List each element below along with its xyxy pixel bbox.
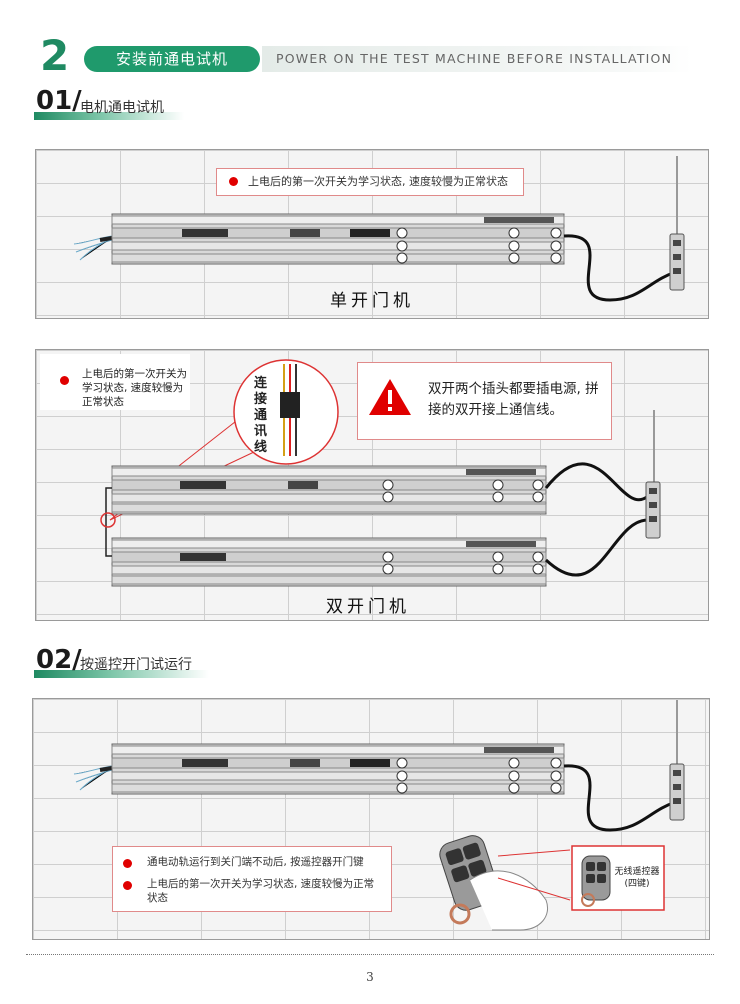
step2-note-1: 通电动轨运行到关门端不动后, 按遥控器开门键: [147, 856, 364, 868]
warning-text: 双开两个插头都要插电源, 拼接的双开接上通信线。: [428, 381, 599, 418]
step2-number: 02/: [36, 645, 82, 675]
section-band: [262, 46, 692, 72]
single-door-caption: 单开门机: [330, 291, 414, 311]
double-door-caption: 双开门机: [326, 597, 410, 617]
single-door-note: 上电后的第一次开关为学习状态, 速度较慢为正常状态: [216, 168, 524, 196]
bullet-icon: [123, 880, 132, 890]
section-number: 2: [40, 31, 70, 80]
bullet-icon: [123, 858, 132, 868]
step2-underline: [34, 670, 209, 678]
step2-note-2-bullet: [123, 879, 132, 891]
step2-note-2: 上电后的第一次开关为学习状态, 速度较慢为正常状态: [147, 878, 375, 904]
section-title-en: POWER ON THE TEST MACHINE BEFORE INSTALL…: [276, 51, 673, 66]
step1-underline: [34, 112, 184, 120]
step1-title: 电机通电试机: [80, 100, 164, 116]
page-number: 3: [366, 970, 374, 984]
step1-number: 01/: [36, 86, 82, 116]
step2-note-box: 通电动轨运行到关门端不动后, 按遥控器开门键 上电后的第一次开关为学习状态, 速…: [112, 846, 392, 912]
step2-note-1-bullet: [123, 857, 132, 869]
bullet-icon: [60, 376, 69, 385]
warning-icon: [369, 379, 411, 415]
step2-title: 按遥控开门试运行: [80, 657, 192, 673]
remote-label: 无线遥控器 (四键): [614, 867, 660, 889]
connector-label: 连接通讯线: [254, 376, 268, 455]
warning-box: 双开两个插头都要插电源, 拼接的双开接上通信线。: [357, 362, 612, 440]
footer-divider: [26, 954, 714, 955]
section-title: 安装前通电试机: [84, 46, 260, 72]
double-door-note-bullet: [60, 370, 69, 389]
bullet-icon: [229, 176, 238, 186]
double-door-note: 上电后的第一次开关为学习状态, 速度较慢为正常状态: [82, 368, 187, 408]
